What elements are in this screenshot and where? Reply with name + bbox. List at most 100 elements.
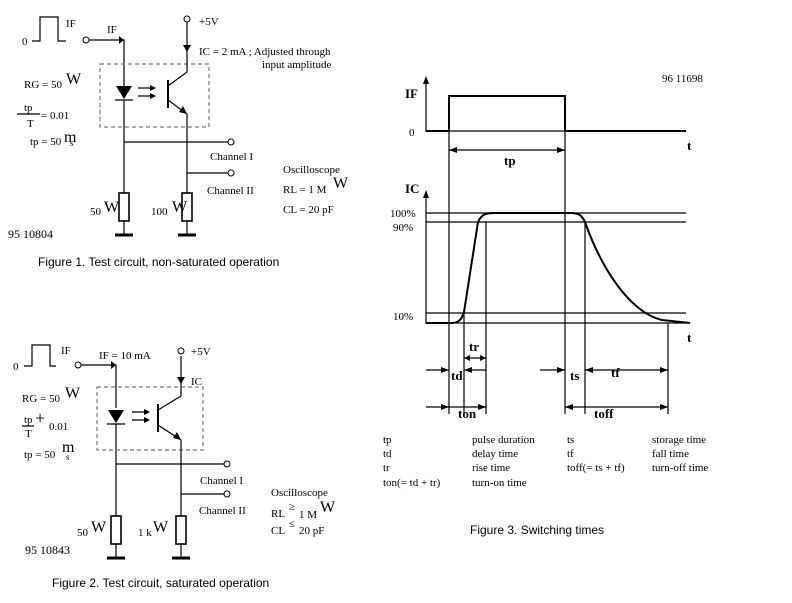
f3-tp-label: tp <box>504 153 516 168</box>
f1-ic-note-2: input amplitude <box>262 59 331 71</box>
f3-if-axis-arrow <box>423 76 429 84</box>
f2-supply-terminal <box>177 347 185 355</box>
f3-t-label-bottom: t <box>687 330 692 345</box>
f2-cl-label: CL <box>271 525 285 537</box>
f3-ic-curve <box>426 212 691 324</box>
f1-input-wire <box>89 39 125 86</box>
f3-level-10: 10% <box>393 311 413 323</box>
f2-tp-value: tp = 50 <box>24 449 56 461</box>
f3-legend-sym-4: ton(= td + tr) <box>383 477 441 489</box>
f2-resistor-1k <box>175 515 187 545</box>
f2-current-arrow <box>111 361 116 369</box>
f1-r100-omega: W <box>172 199 188 216</box>
f3-caption: Figure 3. Switching times <box>470 523 604 537</box>
f1-current-arrow <box>119 36 124 44</box>
f2-supply-label: +5V <box>191 346 211 358</box>
f3-legend-desc-2: delay time <box>472 448 518 460</box>
f1-osc-label: Oscilloscope <box>283 164 340 176</box>
f2-tp-numerator: tp <box>24 414 33 426</box>
f3-toff-label: toff <box>594 406 614 421</box>
f1-r100-label: 100 <box>151 206 168 218</box>
f1-t-denominator: T <box>27 118 34 130</box>
f3-ic-axis-label: IC <box>405 181 419 196</box>
f3-legend-desc2-1: storage time <box>652 434 706 446</box>
f3-ts-label: ts <box>570 368 579 383</box>
f3-legend-sym2-3: toff(= ts + tf) <box>567 462 625 474</box>
f1-transistor-leads <box>167 17 188 193</box>
figure2-circuit: 0 IF IF = 10 mA +5V IC RG = 50 W tp T + … <box>13 344 336 590</box>
f2-rg-label: RG = 50 <box>22 393 60 405</box>
f3-td-arrows <box>441 367 472 373</box>
f3-if-axis-label: IF <box>405 86 418 101</box>
f1-ic-arrow <box>183 45 191 52</box>
f3-legend-sym-2: td <box>383 448 392 460</box>
f1-if-label-top: IF <box>66 18 76 30</box>
f1-supply-terminal <box>183 15 191 23</box>
f1-input-pulse <box>32 16 66 42</box>
f3-legend-sym-1: tp <box>383 434 392 446</box>
f1-caption: Figure 1. Test circuit, non-saturated op… <box>38 255 279 269</box>
f2-ge-sign: ≥ <box>289 501 295 513</box>
f2-cl-value: 20 pF <box>299 525 324 537</box>
f2-channel1-label: Channel I <box>200 475 243 487</box>
f3-t-label-top: t <box>687 138 692 153</box>
f1-rl-omega: W <box>333 175 349 192</box>
f1-ic-note-1: IC = 2 mA ; Adjusted through <box>199 46 331 58</box>
f3-if-pulse <box>426 95 686 132</box>
f1-rg-label: RG = 50 <box>24 79 62 91</box>
f3-tr-arrows <box>464 355 486 361</box>
f3-legend: tp pulse duration ts storage time td del… <box>383 434 708 489</box>
f1-channel1-label: Channel I <box>210 151 253 163</box>
f2-input-terminal <box>74 361 82 369</box>
f3-tf-label: tf <box>611 365 620 380</box>
f2-t-denominator: T <box>25 428 32 440</box>
f3-level-lines <box>426 212 686 314</box>
f2-input-pulse <box>24 344 56 367</box>
f2-ic-label: IC <box>191 376 202 388</box>
f2-if-label-top: IF <box>61 345 71 357</box>
f3-legend-desc-1: pulse duration <box>472 434 535 446</box>
f3-level-100: 100% <box>390 208 416 220</box>
f2-osc-label: Oscilloscope <box>271 487 328 499</box>
f1-led-symbol <box>116 86 132 99</box>
f2-emitter-arrow <box>173 432 181 440</box>
f1-if-label-wire: IF <box>107 24 117 36</box>
f2-pulse-zero: 0 <box>13 361 19 373</box>
f3-legend-sym2-1: ts <box>567 434 574 446</box>
f2-rl-value: 1 M <box>299 509 317 521</box>
f1-emitter-arrow <box>179 106 187 114</box>
f2-rl-omega: W <box>320 499 336 516</box>
f1-supply-label: +5V <box>199 16 219 28</box>
f2-r1k-label: 1 k <box>138 527 152 539</box>
f1-tp-unit-m: m <box>64 129 77 146</box>
f1-pulse-zero: 0 <box>22 36 28 48</box>
f3-ton-label: ton <box>458 406 477 421</box>
f2-r1k-omega: W <box>153 519 169 536</box>
f3-if-zero: 0 <box>409 127 415 139</box>
f3-legend-sym2-2: tf <box>567 448 574 460</box>
f2-channel1-terminal <box>223 460 231 468</box>
f1-channel2-terminal <box>227 169 235 177</box>
f1-code: 95 10804 <box>8 227 53 241</box>
f2-channel2-terminal <box>223 490 231 498</box>
f1-r50-label: 50 <box>90 206 102 218</box>
f1-channel1-terminal <box>227 138 235 146</box>
f2-optical-coupling <box>132 411 146 421</box>
f1-tp-unit-s: s <box>70 138 74 148</box>
f2-ic-arrow <box>177 377 185 384</box>
f2-rg-omega: W <box>65 385 81 402</box>
f3-legend-desc2-3: turn-off time <box>652 462 708 474</box>
f2-tp-unit-s: s <box>66 452 70 462</box>
f2-channel2-label: Channel II <box>199 505 246 517</box>
f3-timing-lines <box>463 222 669 414</box>
f2-r50-omega: W <box>91 519 107 536</box>
f1-cl-label: CL = 20 pF <box>283 204 334 216</box>
f2-code: 95 10843 <box>25 543 70 557</box>
f3-if-axes <box>425 79 686 132</box>
f2-caption: Figure 2. Test circuit, saturated operat… <box>52 576 269 590</box>
f1-channel2-label: Channel II <box>207 185 254 197</box>
f1-rg-omega: W <box>66 71 82 88</box>
f1-ratio: = 0.01 <box>41 110 69 122</box>
f2-le-sign: ≤ <box>289 518 295 530</box>
f2-r50-label: 50 <box>77 527 89 539</box>
